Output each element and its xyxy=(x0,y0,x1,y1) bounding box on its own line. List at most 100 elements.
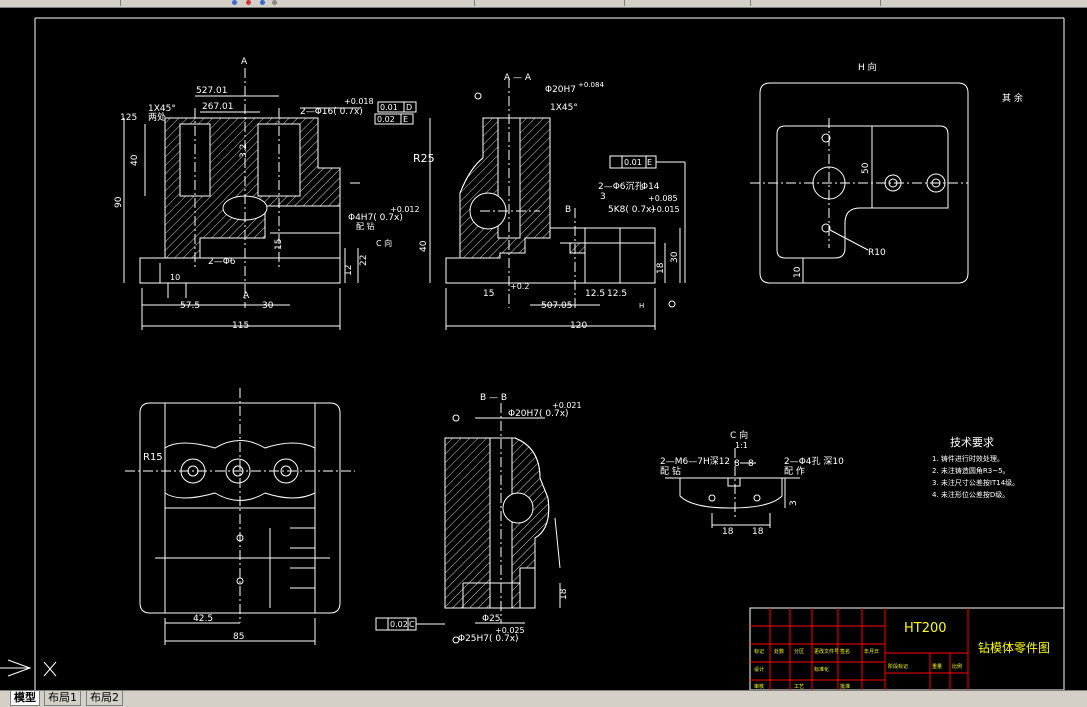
dim-42-5: 42.5 xyxy=(193,614,213,624)
dim-phi14: Φ14 xyxy=(641,182,660,192)
material-label: HT200 xyxy=(904,621,947,636)
tb-cell: 更改文件号 xyxy=(814,648,839,655)
toolbar-icon[interactable] xyxy=(246,0,251,5)
drawing-canvas[interactable]: A A 527.01 267.01 1X45° 两处 125 40 90 3.2… xyxy=(0,8,1087,690)
dim-2phi6: 2—Φ6 xyxy=(208,257,236,267)
dim-18-d: 18 xyxy=(752,527,764,537)
dim-15-b: 15 xyxy=(483,289,494,299)
dim-85: 85 xyxy=(233,632,244,642)
toolbar-strip xyxy=(0,0,1087,8)
tab-layout2[interactable]: 布局2 xyxy=(86,691,123,706)
dim-10-h: 10 xyxy=(793,266,803,278)
part-name-label: 钻模体零件图 xyxy=(978,640,1050,655)
tb-cell: 批准 xyxy=(840,683,850,690)
dim-125: 125 xyxy=(120,113,137,123)
dim-m6: 2—M6—7H深12 xyxy=(660,456,730,467)
tb-cell: 年月日 xyxy=(864,648,879,655)
dim-30: 30 xyxy=(262,301,274,311)
dim-90: 90 xyxy=(114,196,124,208)
tb-cell: 分区 xyxy=(794,648,804,655)
rest-label: 其 余 xyxy=(1002,92,1023,104)
section-c-scale: 1:1 xyxy=(735,441,748,450)
tb-cell: 标准化 xyxy=(814,666,829,673)
tech-req-item: 1. 铸件进行时效处理。 xyxy=(932,454,1004,463)
dim-r25: R25 xyxy=(413,152,435,165)
tb-cell: 比例 xyxy=(952,663,962,670)
title-block-text: HT200 钻模体零件图 标记 处数 分区 更改文件号 签名 年月日 设计 标准… xyxy=(754,621,1050,690)
tab-model[interactable]: 模型 xyxy=(10,691,40,706)
dim-40-b: 40 xyxy=(419,240,429,252)
toolbar-icon[interactable] xyxy=(260,0,265,5)
front-section-view xyxy=(123,68,417,330)
peizuan-a: 配 钻 xyxy=(660,465,681,477)
dim-2phi6-sink: 2—Φ6沉孔 xyxy=(598,181,644,192)
fcf2-value: 0.02 xyxy=(377,115,395,124)
layout-tab-bar: 模型 布局1 布局2 xyxy=(0,690,1087,707)
dim-30-b: 30 xyxy=(670,251,680,263)
dim-120: 120 xyxy=(570,321,587,331)
dim-50: 50 xyxy=(861,162,871,174)
toolbar-segment[interactable] xyxy=(476,0,625,6)
fcf3-value: 0.01 xyxy=(624,158,642,167)
section-a-label-2: A xyxy=(243,291,250,301)
fcf1-value: 0.01 xyxy=(380,103,398,112)
dim-phi4h7: Φ4H7( 0.7x) xyxy=(348,213,403,223)
tech-req-title: 技术要求 xyxy=(950,436,994,449)
dim-2phi16: 2—Φ16( 0.7x) xyxy=(300,107,363,117)
dim-1x45-b: 1X45° xyxy=(550,103,578,113)
tech-req-item: 4. 未注形位公差按D级。 xyxy=(932,490,1009,499)
tb-cell: 设计 xyxy=(754,666,764,673)
dim-527: 527.01 xyxy=(196,86,228,96)
tb-cell: 工艺 xyxy=(794,684,804,690)
dim-phi20h7: Φ20H7 xyxy=(545,85,576,95)
dim-10: 10 xyxy=(170,273,180,282)
fcf4-datum: C xyxy=(409,620,415,629)
fcf3-datum: E xyxy=(647,158,652,167)
dim-40: 40 xyxy=(130,154,140,166)
section-h-label: H 向 xyxy=(858,61,877,73)
dim-18-c: 18 xyxy=(722,527,734,537)
toolbar-segment[interactable] xyxy=(752,0,881,6)
section-a-label: A xyxy=(241,57,248,67)
dim-r15: R15 xyxy=(143,452,163,463)
h-mark: H xyxy=(639,302,644,310)
dim-12-5-a: 12.5 xyxy=(585,289,605,299)
toolbar-icon[interactable] xyxy=(232,0,237,5)
tol-012: +0.012 xyxy=(390,205,420,214)
dim-phi25h7: Φ25H7( 0.7x) xyxy=(458,634,519,644)
dim-3: 3 xyxy=(600,192,606,202)
c-dir-label: C 向 xyxy=(376,238,392,248)
dim-507: 507.05 xyxy=(541,301,573,311)
section-c-label: C 向 xyxy=(730,429,748,441)
dim-18: 18 xyxy=(656,262,666,274)
ucs-icon xyxy=(0,659,57,677)
kaiyan-label: 两处 xyxy=(148,111,166,123)
tb-cell: 处数 xyxy=(774,648,784,655)
tol-025: +0.025 xyxy=(495,626,525,635)
tol-015: +0.015 xyxy=(650,205,680,214)
toolbar-segment[interactable] xyxy=(626,0,751,6)
dim-22: 22 xyxy=(359,255,369,266)
h-direction-view xyxy=(750,82,969,284)
dim-15: 15 xyxy=(274,239,284,250)
aa-section-view xyxy=(429,78,686,330)
toolbar-segment[interactable] xyxy=(298,0,475,6)
toolbar-icon[interactable] xyxy=(272,0,277,5)
tech-req-item: 3. 未注尺寸公差按IT14级。 xyxy=(932,478,1019,487)
top-view xyxy=(125,388,355,645)
tab-layout1[interactable]: 布局1 xyxy=(44,691,81,706)
tech-req-item: 2. 未注铸造圆角R3~5。 xyxy=(932,466,1010,475)
tb-cell: 签名 xyxy=(840,648,850,655)
dim-1x45: 1X45° xyxy=(148,104,176,114)
fcf2-datum: E xyxy=(403,115,408,124)
toolbar-segment[interactable] xyxy=(0,0,121,6)
c-direction-view xyxy=(665,448,800,528)
dim-phi25: Φ25 xyxy=(482,614,501,624)
tol-021: +0.021 xyxy=(552,401,582,410)
tol-084: +0.084 xyxy=(578,81,604,89)
tol-2: +0.2 xyxy=(510,282,529,291)
fcf1-datum: D xyxy=(406,103,412,112)
b-mark: B xyxy=(565,205,571,215)
tol-018: +0.018 xyxy=(344,97,374,106)
dim-3-c: 3 xyxy=(789,500,799,506)
